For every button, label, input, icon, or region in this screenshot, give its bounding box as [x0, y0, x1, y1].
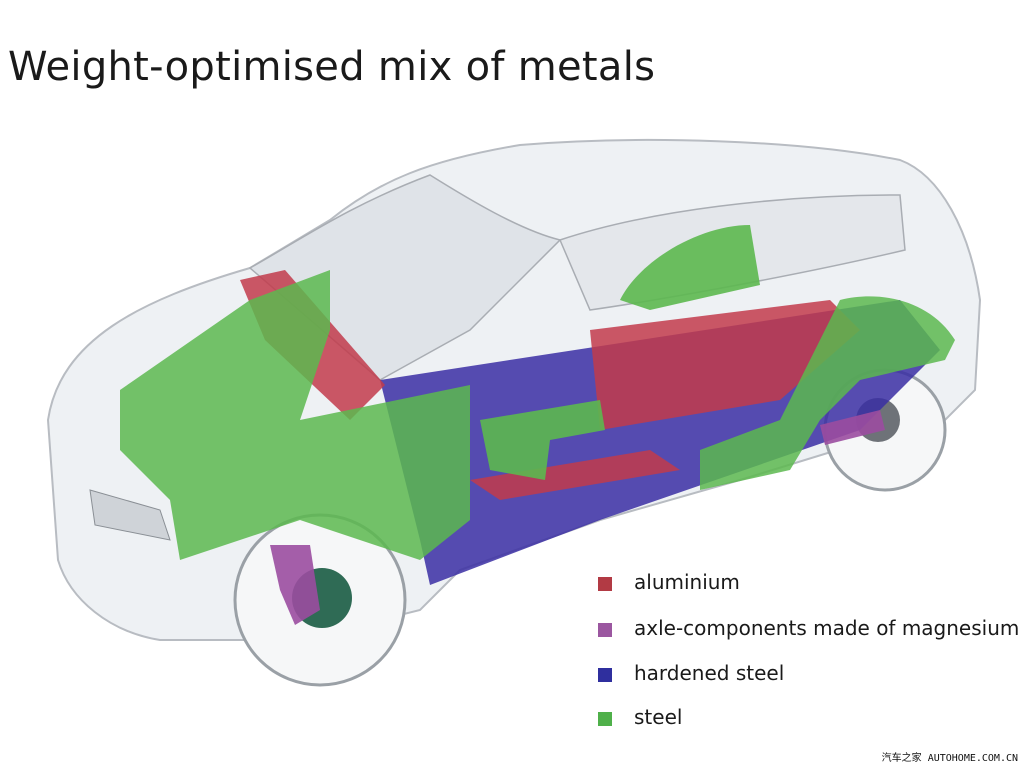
- steel-rear-structure: [700, 296, 955, 490]
- headlight: [89, 489, 171, 541]
- steel-front-structure: [120, 270, 470, 560]
- legend-label: aluminium: [634, 570, 740, 594]
- aluminium-front-floor: [470, 450, 680, 500]
- magnesium-front-axle: [270, 545, 320, 625]
- steel-seat-back: [620, 225, 760, 310]
- page-title: Weight-optimised mix of metals: [8, 44, 656, 90]
- aluminium-floor: [590, 300, 860, 430]
- steel-cross-member: [480, 400, 605, 480]
- red-square-icon: [598, 577, 612, 591]
- legend-label: axle-components made of magnesium: [634, 616, 1020, 640]
- purple-square-icon: [598, 623, 612, 637]
- legend-label: steel: [634, 705, 683, 729]
- watermark: 汽车之家 AUTOHOME.COM.CN: [881, 753, 1018, 764]
- legend-label: hardened steel: [634, 661, 785, 685]
- green-square-icon: [598, 712, 612, 726]
- blue-square-icon: [598, 668, 612, 682]
- magnesium-rear-axle: [820, 410, 885, 445]
